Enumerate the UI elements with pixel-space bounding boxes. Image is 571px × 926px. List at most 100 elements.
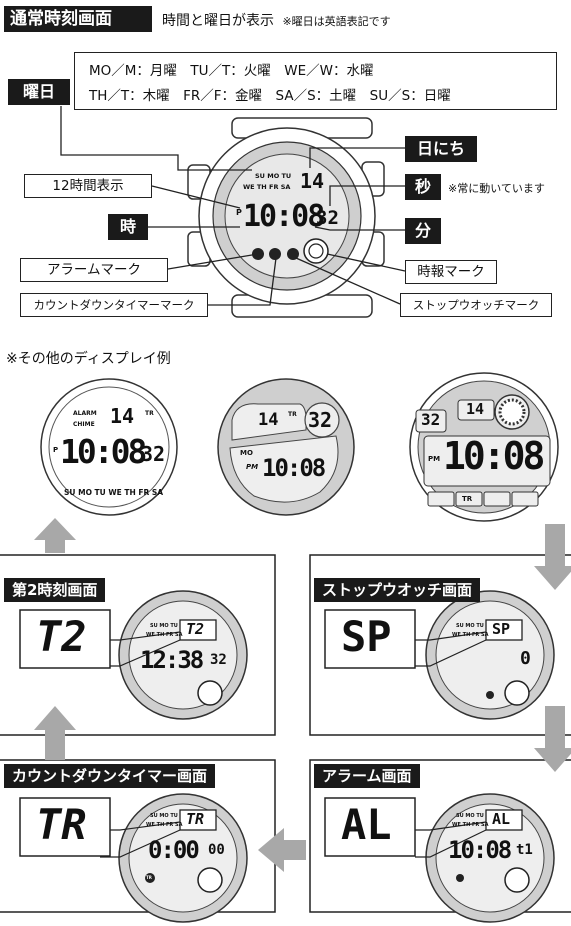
ex2-date: 14 [258,410,279,430]
countdown-leader-line [208,257,277,306]
ex3-time: 10:08 [443,434,545,478]
main-date: 14 [300,169,325,193]
countdown-title: カウントダウンタイマー画面 [4,764,216,788]
ex1-p-label: P [53,446,59,454]
alarm-days-bottom: WE TH FR SA [452,822,489,828]
stopwatch-code-small: SP [492,620,511,638]
panel-alarm [309,759,571,913]
minute-leader-line [314,226,405,231]
stopwatch-days-top: SU MO TU [456,623,484,629]
main-ampm: P [236,208,242,217]
day-leader-line [309,147,405,168]
weekday-legend: MO／M：月曜 TU／T：火曜 WE／W：水曜 TH／T：木曜 FR／F：金曜 … [74,52,557,110]
countdown-sub: 00 [208,842,225,858]
hour12-leader-line [151,185,241,209]
ex3-seconds: 32 [421,410,441,429]
ex2-mo-label: MO [240,449,253,457]
panel-second-time [0,554,276,736]
second-time-seconds: 32 [210,652,227,668]
second-time-title: 第2時刻画面 [4,578,106,602]
alarm-title: アラーム画面 [314,764,420,788]
ex1-chime-label: CHIME [73,421,95,428]
day-callout: 日にち [405,136,477,162]
alarm-mark-callout: アラームマーク [20,258,168,282]
minute-callout: 分 [405,218,441,244]
subtitle-note: ※曜日は英語表記です [282,15,391,28]
stopwatch-title: ストップウオッチ画面 [314,578,481,602]
ex2-pm-label: PM [246,463,259,471]
mini-watch-stopwatch [415,590,555,720]
ex1-seconds: 32 [141,442,166,466]
example-3-watch [409,372,559,522]
mini-watch-alarm [415,793,555,923]
stopwatch-leader-line [295,257,401,305]
stopwatch-value: 0 [520,648,531,669]
ex3-tr-label: TR [462,495,473,503]
stopwatch-mark-callout: ストップウオッチマーク [400,293,552,317]
alarm-days-top: SU MO TU [456,813,484,819]
hour12-callout: 12時間表示 [24,174,152,198]
second-callout: 秒 [405,174,441,200]
weekday-legend-row2: TH／T：木曜 FR／F：金曜 SA／S：土曜 SU／S：日曜 [89,88,451,104]
countdown-days-bottom: WE TH FR SA [146,822,183,828]
second-note: ※常に動いています [448,182,545,195]
flow-arrows [34,518,571,872]
second-time-days-top: SU MO TU [150,623,178,629]
mini-watch-countdown [100,793,248,923]
chime-mark-callout: 時報マーク [405,260,497,284]
arrow-left [258,828,306,872]
countdown-code-small: TR [186,810,205,828]
main-watch-marks [252,238,329,264]
chime-leader-line [317,251,406,272]
arrow-down-bottom [534,706,571,772]
arrow-up-top [34,518,76,553]
ex3-date: 14 [466,400,485,418]
countdown-time: 0:00 [148,836,200,864]
alarm-time: 10:08 [448,836,512,864]
weekday-legend-row1: MO／M：月曜 TU／T：火曜 WE／W：水曜 [89,63,374,79]
examples-title: ※その他のディスプレイ例 [6,351,171,367]
ex2-tr-label: TR [288,411,297,418]
ex1-date: 14 [110,404,135,428]
alarm-code-large: AL [341,800,392,849]
main-seconds: 32 [316,207,339,229]
countdown-mark-callout: カウントダウンタイマーマーク [20,293,208,317]
main-time: 10:08 [243,199,325,234]
ex1-alarm-label: ALARM [73,410,97,417]
stopwatch-code-large: SP [341,612,392,661]
countdown-days-top: SU MO TU [150,813,178,819]
second-time-code-large: T2 [36,612,87,661]
ex1-days: SU MO TU WE TH FR SA [64,488,164,497]
panel-stopwatch [309,554,571,736]
second-time-days-bottom: WE TH FR SA [146,632,183,638]
arrow-up-bottom [34,706,76,760]
countdown-code-large: TR [36,800,87,849]
mini-watch-second-time [100,590,248,720]
example-1-watch [40,378,178,516]
alarm-sub: t1 [516,842,533,858]
example-2-watch [217,378,355,516]
main-days-bottom: WE TH FR SA [243,183,291,191]
alarm-leader-line [167,253,259,270]
second-leader-line [329,185,405,206]
main-days-top: SU MO TU [255,172,292,180]
alarm-code-small: AL [492,810,511,828]
countdown-tr-icon: TR [146,875,152,880]
second-time-code-small: T2 [186,620,205,638]
weekday-leader-line [60,106,252,171]
weekday-tag: 曜日 [8,79,70,105]
ex1-time: 10:08 [60,432,147,471]
subtitle-text: 時間と曜日が表示 [162,13,274,29]
ex3-pm-label: PM [428,455,441,463]
page-subtitle: 時間と曜日が表示 ※曜日は英語表記です [162,10,391,30]
page-title: 通常時刻画面 [4,6,152,32]
ex1-tr-label: TR [145,410,154,417]
second-time-time: 12:38 [140,646,204,674]
arrow-down-top [534,524,571,590]
stopwatch-days-bottom: WE TH FR SA [452,632,489,638]
ex2-time: 10:08 [262,454,326,482]
hour-callout: 時 [108,214,148,240]
